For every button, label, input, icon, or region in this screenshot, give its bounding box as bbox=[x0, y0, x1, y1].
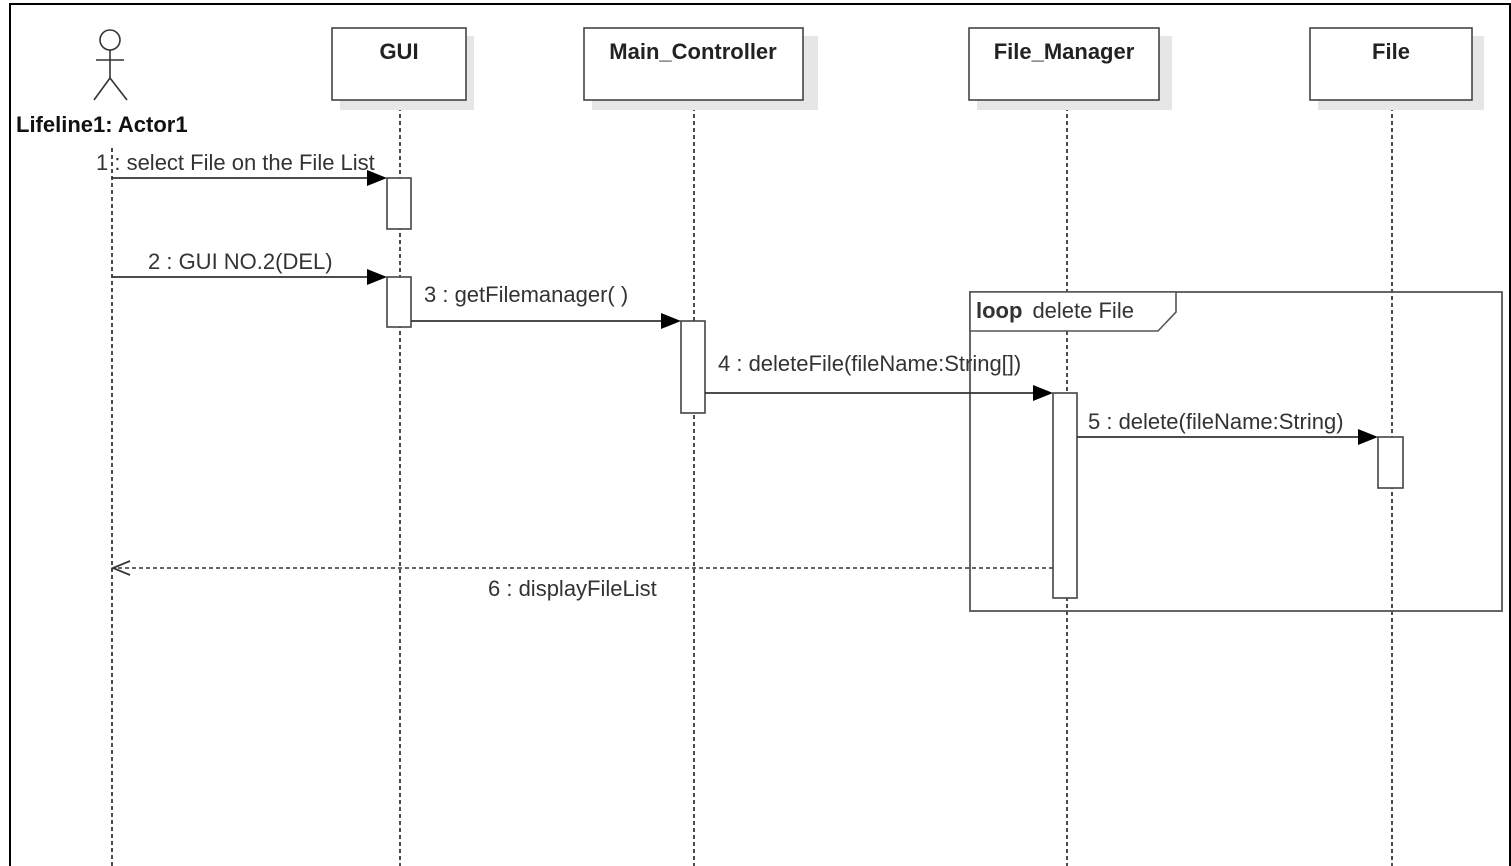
participant-main-controller-name: Main_Controller bbox=[609, 39, 777, 64]
message-6-label: 6 : displayFileList bbox=[488, 576, 657, 601]
message-2: 2 : GUI NO.2(DEL) bbox=[112, 249, 387, 285]
participant-gui: GUI bbox=[331, 27, 474, 110]
message-4-label: 4 : deleteFile(fileName:String[]) bbox=[718, 351, 1021, 376]
loop-fragment: loop delete File bbox=[969, 291, 1503, 612]
message-5-label: 5 : delete(fileName:String) bbox=[1088, 409, 1344, 434]
loop-guard: delete File bbox=[1032, 298, 1134, 323]
participant-file-manager-name: File_Manager bbox=[994, 39, 1135, 64]
actor-icon bbox=[93, 29, 128, 101]
message-4: 4 : deleteFile(fileName:String[]) bbox=[705, 351, 1053, 401]
message-3-arrowhead bbox=[661, 313, 681, 329]
activation-gui-2 bbox=[386, 276, 412, 328]
loop-operator: loop bbox=[976, 298, 1022, 323]
participant-file-name: File bbox=[1372, 39, 1410, 64]
loop-frame bbox=[969, 291, 1503, 612]
message-5: 5 : delete(fileName:String) bbox=[1077, 409, 1378, 445]
participant-main-controller: Main_Controller bbox=[583, 27, 818, 110]
activation-gui-1 bbox=[386, 177, 412, 230]
message-2-label: 2 : GUI NO.2(DEL) bbox=[148, 249, 333, 274]
message-3-label: 3 : getFilemanager( ) bbox=[424, 282, 628, 307]
activation-file bbox=[1377, 436, 1404, 489]
message-4-arrowhead bbox=[1033, 385, 1053, 401]
message-1: 1 : select File on the File List bbox=[96, 150, 387, 186]
message-1-label: 1 : select File on the File List bbox=[96, 150, 375, 175]
activation-file-manager bbox=[1052, 392, 1078, 599]
loop-tab bbox=[969, 291, 1177, 332]
participant-file: File bbox=[1309, 27, 1484, 110]
diagram-frame bbox=[9, 3, 1511, 866]
message-1-arrowhead bbox=[367, 170, 387, 186]
message-3: 3 : getFilemanager( ) bbox=[411, 282, 681, 329]
activation-main-controller bbox=[680, 320, 706, 414]
participant-gui-name: GUI bbox=[379, 39, 418, 64]
message-5-arrowhead bbox=[1358, 429, 1378, 445]
message-6: 6 : displayFileList bbox=[110, 560, 1053, 601]
loop-header: loop delete File bbox=[976, 298, 1134, 323]
actor-name: Lifeline1: Actor1 bbox=[16, 112, 188, 137]
message-2-arrowhead bbox=[367, 269, 387, 285]
participant-file-manager: File_Manager bbox=[968, 27, 1172, 110]
message-6-arrowhead bbox=[110, 560, 131, 576]
